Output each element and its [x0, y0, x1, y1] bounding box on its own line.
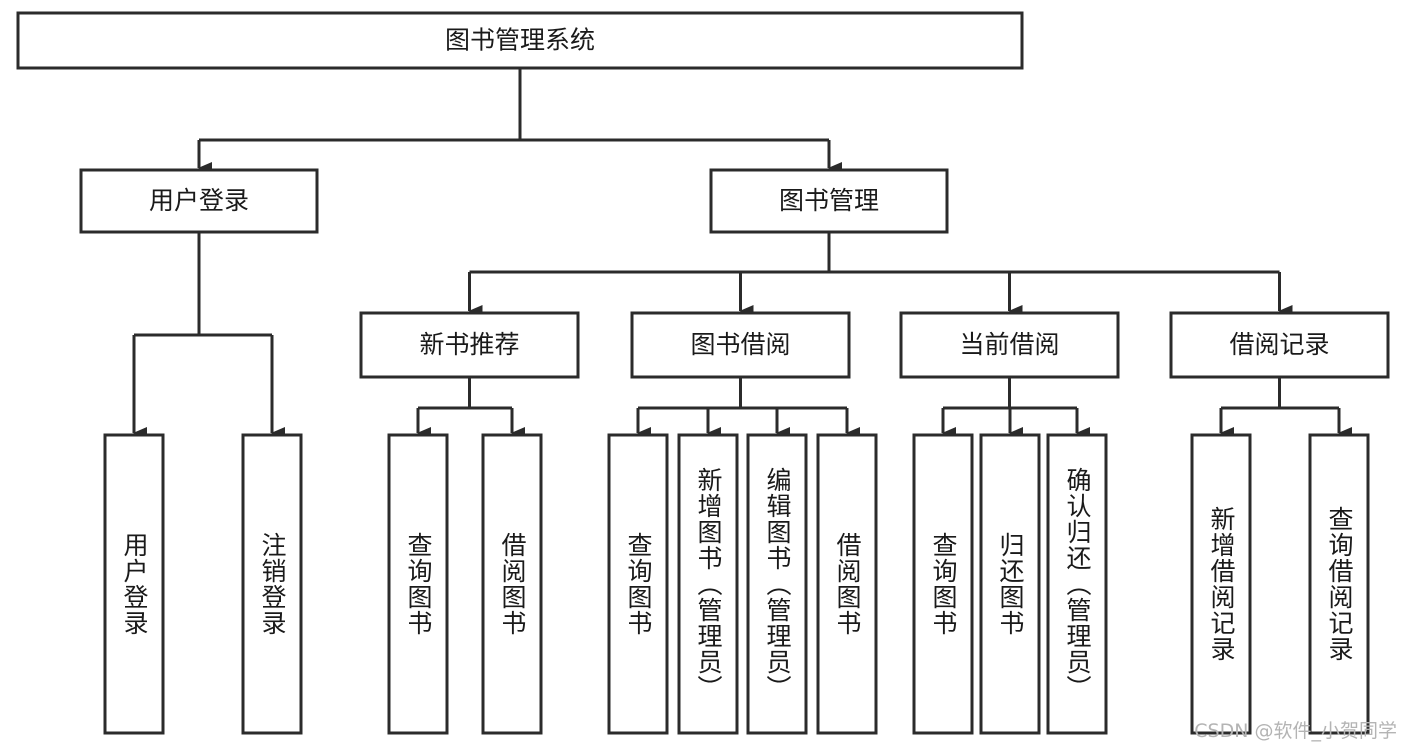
leaf-box-leaf-edit-book[interactable] — [746, 433, 808, 735]
level3-box-borrow-record[interactable]: 借阅记录 — [1169, 311, 1390, 379]
leaf-box-leaf-add-book[interactable] — [677, 433, 739, 735]
leaf-box-leaf-query-book-2[interactable] — [607, 433, 669, 735]
leaf-box-leaf-user-login[interactable] — [103, 433, 165, 735]
level2-box-user-login-label: 用户登录 — [149, 186, 249, 215]
level3-box-book-borrow[interactable]: 图书借阅 — [630, 311, 851, 379]
root-box-label: 图书管理系统 — [445, 26, 595, 55]
leaf-box-leaf-logout[interactable] — [241, 433, 303, 735]
watermark-text: CSDN @软件_小贺同学 — [1194, 720, 1397, 742]
level3-box-new-book-rec-label: 新书推荐 — [419, 330, 519, 359]
level3-box-new-book-rec[interactable]: 新书推荐 — [359, 311, 580, 379]
level3-box-book-borrow-label: 图书借阅 — [690, 330, 790, 359]
level2-box-book-manage-label: 图书管理 — [779, 186, 879, 215]
leaf-box-leaf-confirm-return[interactable] — [1046, 433, 1108, 735]
leaf-box-leaf-add-record[interactable] — [1190, 433, 1252, 735]
leaf-box-leaf-borrow-book-1[interactable] — [481, 433, 543, 735]
level3-box-borrow-record-label: 借阅记录 — [1229, 330, 1329, 359]
root-box[interactable]: 图书管理系统 — [16, 11, 1024, 70]
leaf-box-leaf-query-book-3[interactable] — [912, 433, 974, 735]
leaf-box-leaf-query-book-1[interactable] — [387, 433, 449, 735]
level2-box-book-manage[interactable]: 图书管理 — [709, 168, 949, 234]
level3-box-current-borrow-label: 当前借阅 — [959, 330, 1059, 359]
leaf-box-leaf-return-book[interactable] — [979, 433, 1041, 735]
leaf-box-leaf-borrow-book-2[interactable] — [816, 433, 878, 735]
level2-box-user-login[interactable]: 用户登录 — [79, 168, 319, 234]
level3-box-current-borrow[interactable]: 当前借阅 — [899, 311, 1120, 379]
connector-layer — [132, 68, 1352, 439]
leaf-box-leaf-query-record[interactable] — [1308, 433, 1370, 735]
